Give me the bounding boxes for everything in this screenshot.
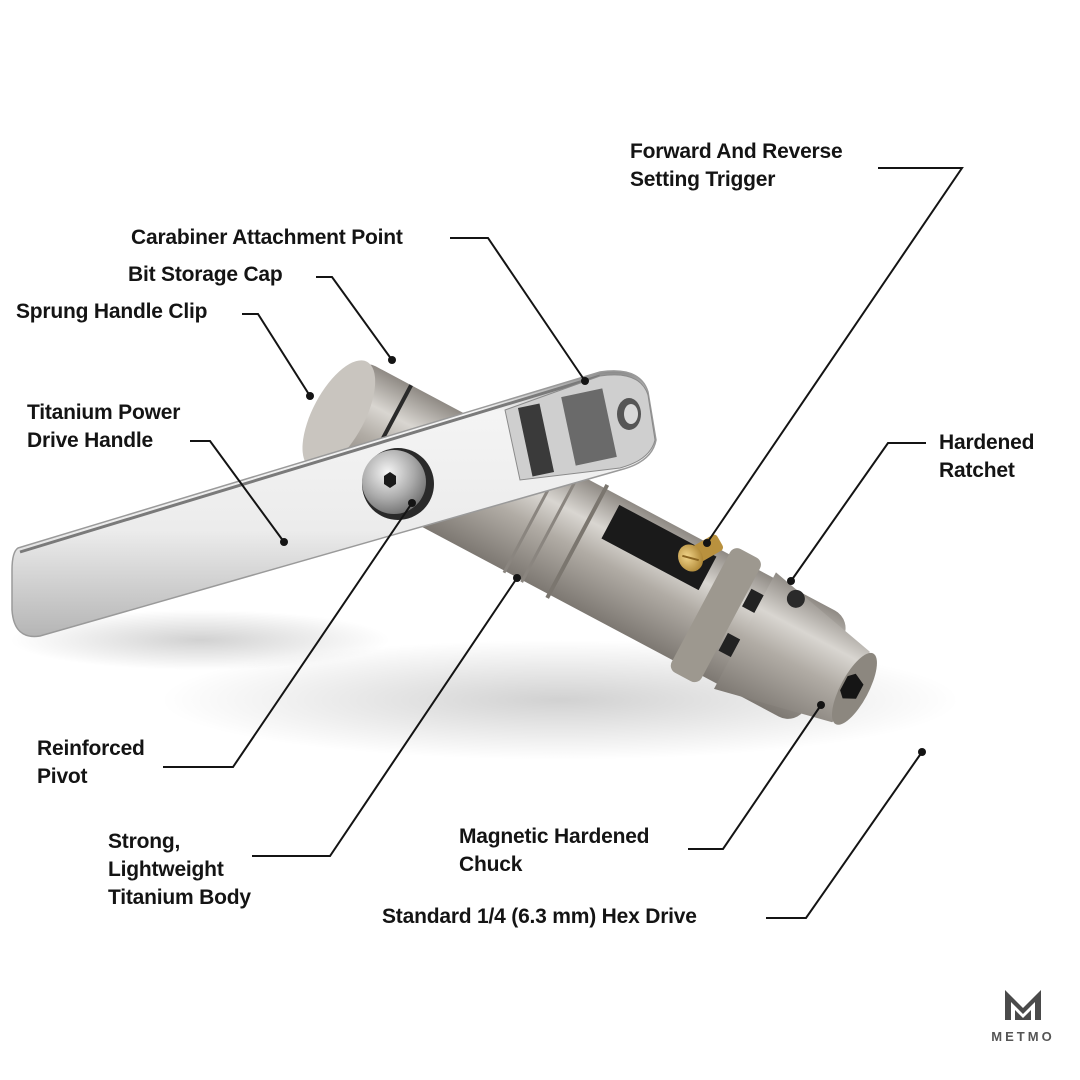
brass-trigger xyxy=(678,534,724,572)
pivot-hex-icon xyxy=(384,472,396,488)
callout-line: Titanium Power xyxy=(27,401,181,424)
reinforced-pivot xyxy=(362,448,434,520)
callout-titanium-body: Strong, Lightweight Titanium Body xyxy=(108,828,251,912)
callout-line: Sprung Handle Clip xyxy=(16,300,208,323)
ratchet-ring xyxy=(670,548,761,683)
chuck xyxy=(714,572,870,723)
callout-line: Drive Handle xyxy=(27,429,153,452)
callout-line: Ratchet xyxy=(939,459,1015,482)
carabiner-slot xyxy=(517,403,555,477)
callout-hex-drive: Standard 1/4 (6.3 mm) Hex Drive xyxy=(382,903,697,931)
callout-line: Hardened xyxy=(939,431,1035,454)
callout-line: Pivot xyxy=(37,765,88,788)
brand-wordmark: METMO xyxy=(991,1029,1055,1044)
metmo-m-logo-icon xyxy=(1005,990,1041,1020)
callout-line: Reinforced xyxy=(37,737,145,760)
callout-carabiner-attachment-point: Carabiner Attachment Point xyxy=(131,224,403,252)
callout-line: Lightweight xyxy=(108,858,224,881)
callout-line: Bit Storage Cap xyxy=(128,263,283,286)
callout-reinforced-pivot: Reinforced Pivot xyxy=(37,735,145,791)
callout-titanium-power-drive-handle: Titanium Power Drive Handle xyxy=(27,399,180,455)
callout-line: Standard 1/4 (6.3 mm) Hex Drive xyxy=(382,905,697,928)
callout-line: Magnetic Hardened xyxy=(459,825,650,848)
callout-line: Strong, xyxy=(108,830,181,853)
leader-lines xyxy=(163,167,964,919)
hex-socket xyxy=(840,673,864,699)
callout-magnetic-hardened-chuck: Magnetic Hardened Chuck xyxy=(459,823,650,879)
callout-line: Setting Trigger xyxy=(630,168,776,191)
titanium-power-drive-handle xyxy=(11,370,657,638)
callout-sprung-handle-clip: Sprung Handle Clip xyxy=(16,298,207,326)
callout-hardened-ratchet: Hardened Ratchet xyxy=(939,429,1034,485)
callout-line: Chuck xyxy=(459,853,523,876)
callout-line: Forward And Reverse xyxy=(630,140,843,163)
callout-forward-reverse-trigger: Forward And Reverse Setting Trigger xyxy=(630,138,843,194)
callout-line: Titanium Body xyxy=(108,886,251,909)
leader-dots xyxy=(280,356,926,756)
callout-bit-storage-cap: Bit Storage Cap xyxy=(128,261,283,289)
metmo-logo: METMO xyxy=(988,988,1058,1044)
callout-line: Carabiner Attachment Point xyxy=(131,226,403,249)
handle-shadow xyxy=(10,610,390,670)
